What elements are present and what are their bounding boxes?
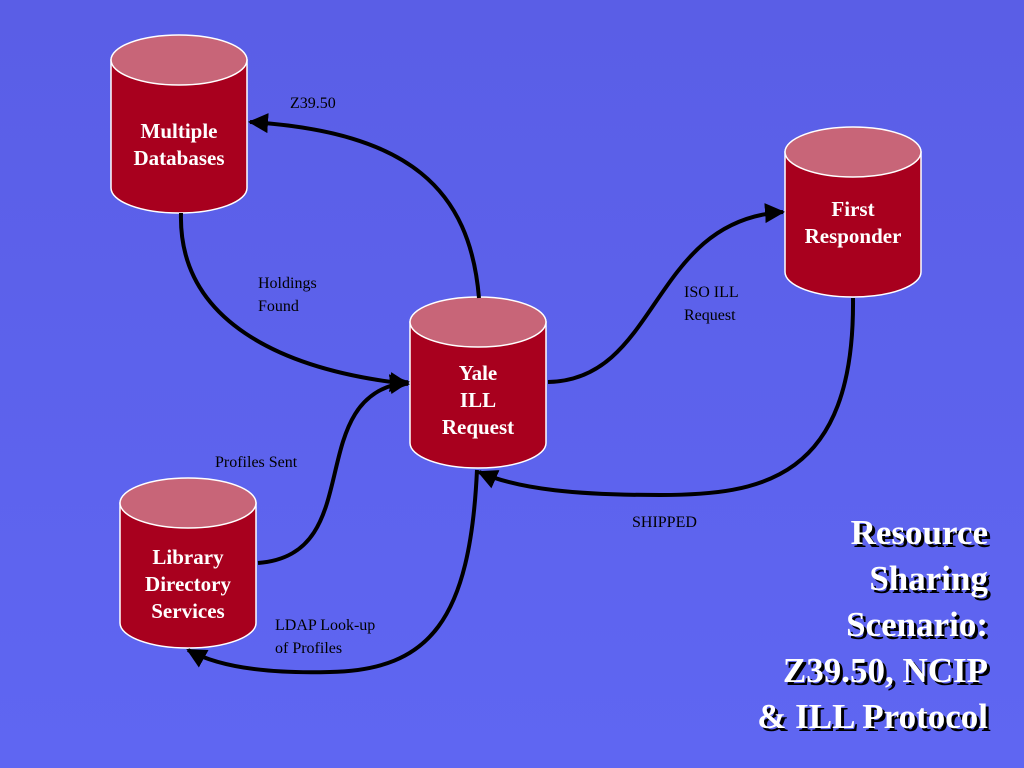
- node-label-line: Library: [152, 545, 224, 569]
- label-iso-ill-request: ISO ILL Request: [684, 281, 739, 327]
- node-library-directory-services: Library Directory Services: [120, 544, 256, 625]
- edge-label-line: Found: [258, 298, 299, 315]
- title-line: Scenario:: [846, 605, 988, 644]
- node-label-line: Request: [441, 415, 515, 439]
- slide-title: Resource Sharing Scenario: Z39.50, NCIP …: [757, 510, 988, 740]
- edge-label-line: Request: [684, 307, 736, 324]
- node-first-responder: First Responder: [785, 196, 921, 250]
- node-label-line: Databases: [133, 146, 225, 170]
- label-z3950: Z39.50: [290, 95, 336, 112]
- arrow-holdings-found: [178, 212, 410, 392]
- edge-label-line: of Profiles: [275, 640, 343, 657]
- title-line: & ILL Protocol: [757, 697, 988, 736]
- arrow-profiles-sent: [257, 374, 410, 565]
- label-holdings-found: Holdings Found: [258, 272, 317, 318]
- edge-label-line: ISO ILL: [684, 284, 739, 301]
- arrow-iso-ill-request: [547, 203, 785, 384]
- node-label-line: Yale: [458, 361, 498, 385]
- edge-label-line: Holdings: [258, 275, 317, 292]
- label-shipped: SHIPPED: [632, 514, 697, 531]
- arrow-shipped: [477, 297, 856, 498]
- node-label-line: ILL: [459, 388, 497, 412]
- node-multiple-databases: Multiple Databases: [111, 118, 247, 172]
- label-ldap-lookup: LDAP Look-up of Profiles: [275, 614, 375, 660]
- cylinder-yale-ill-request: [409, 296, 547, 469]
- arrow-ldap-lookup: [186, 469, 479, 675]
- edge-label-line: LDAP Look-up: [275, 617, 376, 634]
- node-label-line: Services: [151, 599, 225, 623]
- title-line: Z39.50, NCIP: [782, 651, 988, 690]
- label-profiles-sent: Profiles Sent: [215, 454, 298, 471]
- node-label-line: Multiple: [140, 119, 218, 143]
- cylinder-multiple-databases: [110, 34, 248, 214]
- node-label-line: Responder: [804, 224, 902, 248]
- arrow-z3950: [248, 113, 481, 299]
- node-yale-ill-request: Yale ILL Request: [410, 360, 546, 441]
- node-label-line: First: [831, 197, 875, 221]
- cylinder-first-responder: [784, 126, 922, 298]
- title-line: Resource: [850, 513, 988, 552]
- node-label-line: Directory: [145, 572, 231, 596]
- cylinder-library-directory-services: [119, 477, 257, 649]
- title-line: Sharing: [869, 559, 988, 598]
